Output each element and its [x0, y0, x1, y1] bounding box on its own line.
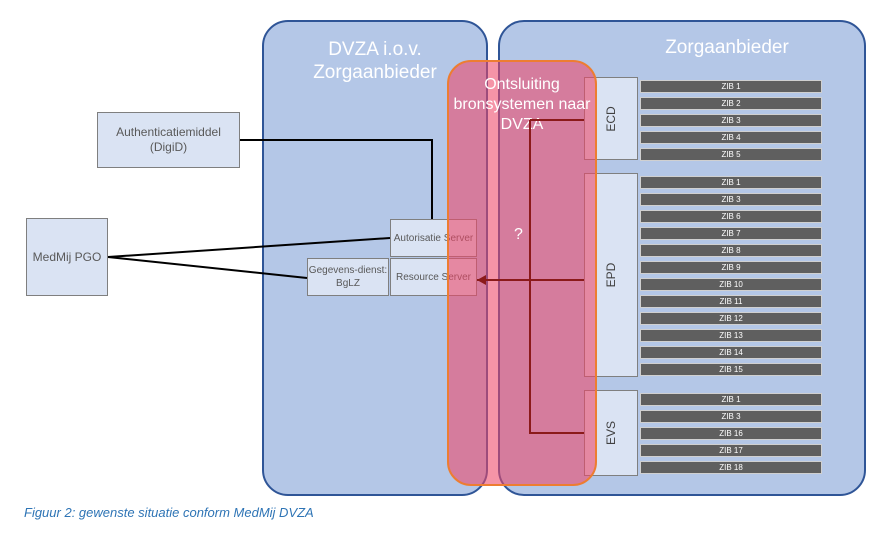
- zib-item: ZIB 5: [640, 148, 822, 161]
- zib-item: ZIB 3: [640, 410, 822, 423]
- pgo-box: MedMij PGO: [26, 218, 108, 296]
- zib-item: ZIB 13: [640, 329, 822, 342]
- authenticatiemiddel-box: Authenticatiemiddel (DigiD): [97, 112, 240, 168]
- zib-item: ZIB 8: [640, 244, 822, 257]
- zib-list-evs: ZIB 1 ZIB 3 ZIB 16 ZIB 17 ZIB 18: [640, 393, 822, 474]
- zib-item: ZIB 9: [640, 261, 822, 274]
- zib-item: ZIB 2: [640, 97, 822, 110]
- zib-list-ecd: ZIB 1 ZIB 2 ZIB 3 ZIB 4 ZIB 5: [640, 80, 822, 161]
- zib-item: ZIB 14: [640, 346, 822, 359]
- zib-item: ZIB 1: [640, 393, 822, 406]
- zib-item: ZIB 16: [640, 427, 822, 440]
- ontsluiting-overlay: [447, 60, 597, 486]
- zib-item: ZIB 18: [640, 461, 822, 474]
- zib-item: ZIB 15: [640, 363, 822, 376]
- zib-item: ZIB 12: [640, 312, 822, 325]
- figure-caption: Figuur 2: gewenste situatie conform MedM…: [24, 505, 314, 520]
- zib-item: ZIB 10: [640, 278, 822, 291]
- zib-item: ZIB 11: [640, 295, 822, 308]
- zib-item: ZIB 1: [640, 176, 822, 189]
- question-mark: ?: [514, 226, 523, 243]
- zib-list-epd: ZIB 1 ZIB 3 ZIB 6 ZIB 7 ZIB 8 ZIB 9 ZIB 10 ZIB …: [640, 176, 822, 376]
- digid-link-line: [240, 139, 433, 219]
- zorgaanbieder-panel-title: Zorgaanbieder: [665, 37, 789, 58]
- zib-item: ZIB 3: [640, 114, 822, 127]
- zib-item: ZIB 4: [640, 131, 822, 144]
- zib-item: ZIB 3: [640, 193, 822, 206]
- fhir-flow-line: [107, 256, 308, 279]
- zib-item: ZIB 17: [640, 444, 822, 457]
- ontsluiting-overlay-title: Ontsluiting bronsystemen naar DVZA: [453, 76, 591, 133]
- resource-arrowhead: [477, 275, 486, 285]
- evs-connector: [529, 120, 584, 434]
- gegevensdienst-box: Gegevens-dienst: BgLZ: [307, 258, 389, 296]
- zib-item: ZIB 1: [640, 80, 822, 93]
- oauth-flow-line: [107, 237, 391, 258]
- dvza-panel-title: DVZA i.o.v. Zorgaanbieder: [313, 39, 437, 83]
- zib-item: ZIB 7: [640, 227, 822, 240]
- zib-item: ZIB 6: [640, 210, 822, 223]
